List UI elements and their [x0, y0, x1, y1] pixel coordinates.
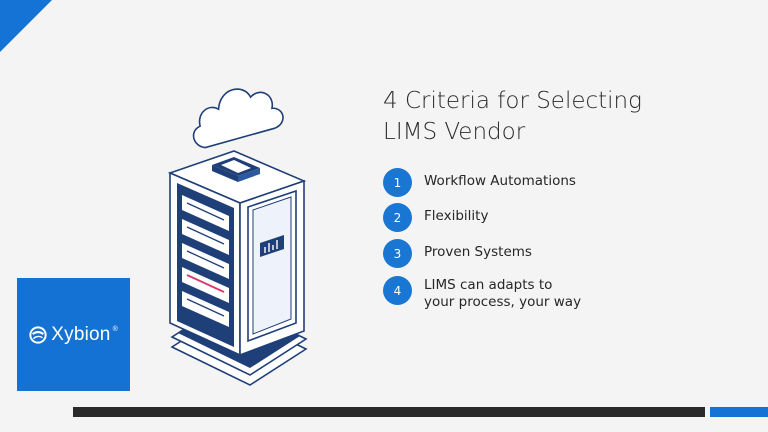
criterion-item: 3 Proven Systems — [383, 239, 532, 268]
logo-wordmark: Xybion — [51, 323, 111, 345]
registered-mark: ® — [112, 326, 118, 333]
cloud-icon — [192, 88, 284, 149]
criterion-label: Proven Systems — [424, 244, 532, 260]
slide-title-line-2: LIMS Vendor — [383, 119, 526, 145]
criterion-label-line-2: your process, your way — [424, 294, 582, 310]
server-rack-icon — [167, 150, 307, 357]
number-badge: 1 — [383, 168, 412, 197]
slide-title-line-1: 4 Criteria for Selecting — [383, 88, 642, 114]
criterion-label: Flexibility — [424, 208, 489, 224]
xybion-swirl-icon — [29, 325, 47, 344]
number-badge: 3 — [383, 239, 412, 268]
bar-chart-icon — [260, 235, 284, 257]
number-badge: 2 — [383, 203, 412, 232]
slide-title: 4 Criteria for Selecting LIMS Vendor — [383, 86, 703, 148]
server-illustration — [150, 55, 325, 395]
criterion-label-line-1: LIMS can adapts to — [424, 277, 553, 293]
criterion-item: 4 LIMS can adapts to your process, your … — [383, 276, 581, 311]
criterion-label: LIMS can adapts to your process, your wa… — [424, 277, 581, 311]
number-badge: 4 — [383, 276, 412, 305]
corner-accent-triangle — [0, 0, 52, 52]
footer-bar-accent — [710, 407, 768, 417]
footer-bar-dark — [73, 407, 705, 417]
xybion-logo: Xybion ® — [17, 278, 130, 391]
criterion-item: 2 Flexibility — [383, 203, 488, 232]
criterion-label: Workflow Automations — [424, 173, 576, 189]
criterion-item: 1 Workflow Automations — [383, 168, 576, 197]
